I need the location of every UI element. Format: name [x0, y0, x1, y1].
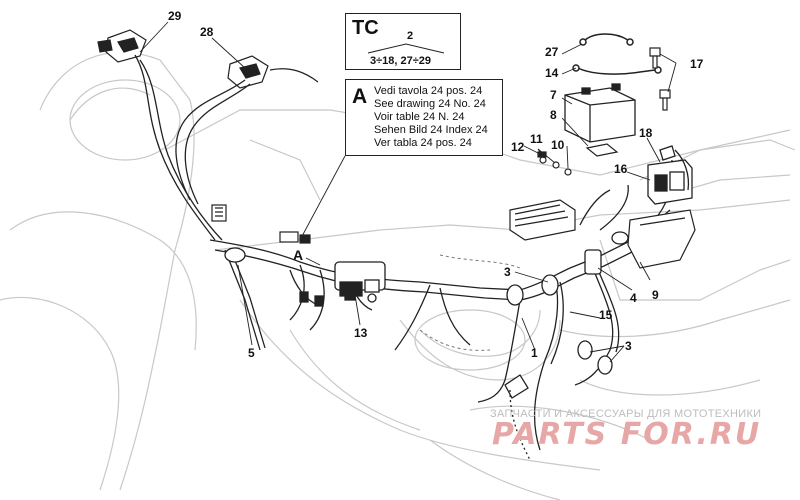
callout-3-upper: 3 — [504, 265, 511, 279]
note-line-fr: Voir table 24 N. 24 — [374, 111, 465, 123]
battery-cables — [572, 33, 662, 75]
watermark-logo: PARTS FOR.RU — [492, 417, 762, 452]
tc-top-reference: 2 — [407, 30, 414, 42]
right-handlebar-switch — [227, 55, 319, 89]
callout-7: 7 — [550, 88, 557, 102]
tc-title: TC — [352, 17, 379, 39]
bolts — [649, 47, 671, 111]
note-line-en: See drawing 24 No. 24 — [374, 98, 486, 110]
callout-14: 14 — [545, 66, 559, 80]
callout-1: 1 — [531, 346, 538, 360]
small-screws — [537, 151, 572, 176]
tc-reference-box: TC 2 3÷18, 27÷29 — [345, 13, 461, 70]
connector-block — [211, 204, 311, 244]
note-lines: Vedi tavola 24 pos. 24 See drawing 24 No… — [374, 85, 488, 150]
rear-bracket — [627, 209, 696, 269]
callout-27: 27 — [545, 45, 559, 59]
callout-16: 16 — [614, 162, 628, 176]
tc-bottom-reference: 3÷18, 27÷29 — [370, 55, 432, 67]
tc-brace — [367, 43, 445, 54]
battery — [564, 83, 636, 143]
relay-bank — [289, 261, 386, 307]
dashed-harness-route — [419, 254, 521, 351]
note-letter: A — [352, 85, 368, 108]
callout-leaders — [139, 15, 677, 363]
control-unit — [509, 199, 576, 241]
callout-3-lower: 3 — [625, 339, 632, 353]
battery-pad — [585, 143, 619, 157]
callout-29: 29 — [168, 9, 182, 23]
callout-28: 28 — [200, 25, 214, 39]
note-line-de: Sehen Bild 24 Index 24 — [374, 124, 488, 136]
callout-9: 9 — [652, 288, 659, 302]
callout-4: 4 — [630, 291, 637, 305]
callout-8: 8 — [550, 108, 557, 122]
note-line-it: Vedi tavola 24 pos. 24 — [374, 85, 483, 97]
callout-17: 17 — [690, 57, 704, 71]
callout-13: 13 — [354, 326, 368, 340]
detail-marker: A — [293, 247, 304, 263]
note-line-es: Ver tabla 24 pos. 24 — [374, 137, 472, 149]
watermark-subtitle: ЗАПЧАСТИ И АКСЕССУАРЫ ДЛЯ МОТОТЕХНИКИ — [490, 408, 762, 420]
callout-12: 12 — [511, 140, 525, 154]
callout-18: 18 — [639, 126, 653, 140]
cross-reference-note: A Vedi tavola 24 pos. 24 See drawing 24 … — [345, 79, 503, 156]
callout-5: 5 — [248, 346, 255, 360]
left-handlebar-switch — [97, 29, 147, 63]
callout-10: 10 — [551, 138, 565, 152]
callout-15: 15 — [599, 308, 613, 322]
fuse-box — [647, 145, 693, 205]
spark-plug-cable — [504, 374, 531, 461]
harness-clamps — [224, 231, 629, 375]
callout-11: 11 — [530, 132, 543, 146]
